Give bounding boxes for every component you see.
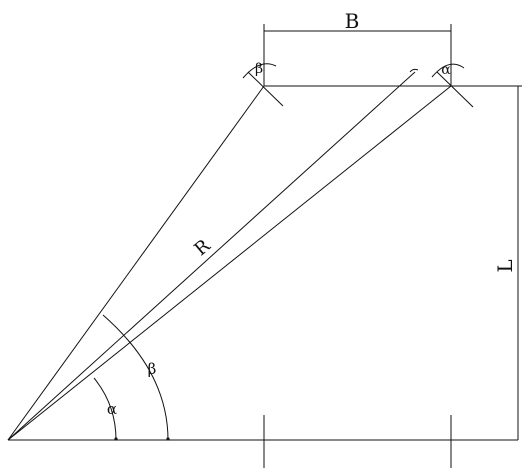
arc-top-alpha [431,63,465,78]
arc-alpha-end-dot [114,437,118,441]
label-alpha-bottom: α [107,400,117,418]
arc-beta [102,314,169,441]
label-L: L [493,259,517,272]
ray-R [7,71,416,441]
cross-left-a [247,71,284,107]
arc-top-R-end [409,68,419,73]
ray-alpha [7,85,452,441]
ray-beta [7,85,265,441]
cross-right-a [436,71,474,108]
label-alpha-top: α [441,62,451,78]
arc-top-beta [242,63,277,79]
arc-beta-end-dot [166,437,170,441]
arc-alpha [93,377,117,441]
label-beta-bottom: β [148,360,157,378]
label-B: B [345,9,360,33]
label-beta-top: β [255,61,263,77]
